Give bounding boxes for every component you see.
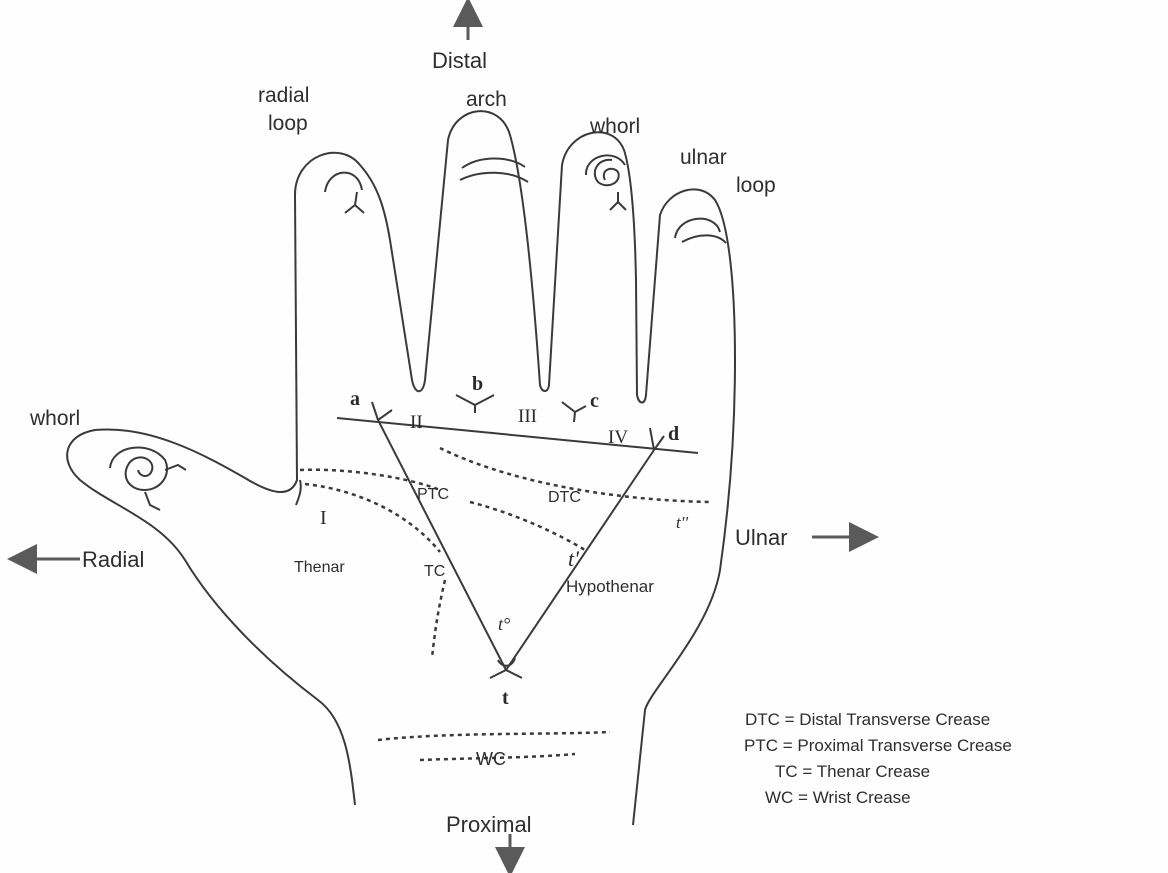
pattern-ulnar-label-line2: loop bbox=[736, 174, 776, 197]
legend-ptc: PTC = Proximal Transverse Crease bbox=[744, 736, 1012, 756]
legend-tc: TC = Thenar Crease bbox=[775, 762, 930, 782]
dtc-label: DTC bbox=[548, 489, 581, 506]
label-t: t bbox=[502, 687, 509, 709]
pattern-radial-label-line2: loop bbox=[268, 112, 308, 135]
tc-crease bbox=[432, 580, 445, 658]
pattern-ulnar-label-line1: ulnar bbox=[680, 146, 727, 169]
a-t-line bbox=[378, 420, 506, 670]
area-II-label: II bbox=[410, 412, 423, 433]
label-d: d bbox=[668, 423, 679, 445]
ulnar-label: Ulnar bbox=[735, 525, 788, 550]
label-c: c bbox=[590, 390, 599, 412]
ptc-label: PTC bbox=[417, 486, 449, 503]
d-t-line bbox=[506, 450, 654, 670]
triradius-c-symbol bbox=[562, 402, 586, 422]
proximal-label: Proximal bbox=[446, 812, 532, 837]
wc-label: WC bbox=[476, 749, 506, 769]
pattern-radial-label-line1: radial bbox=[258, 84, 309, 107]
label-a: a bbox=[350, 388, 360, 410]
radial-loop-pattern bbox=[325, 173, 364, 213]
tc-label: TC bbox=[424, 563, 445, 580]
wc-crease-1 bbox=[378, 732, 610, 740]
area-III-label: III bbox=[518, 406, 537, 427]
hypothenar-label: Hypothenar bbox=[566, 577, 654, 596]
triradius-a-symbol bbox=[372, 402, 392, 420]
triradius-d-symbol bbox=[650, 428, 664, 450]
legend-dtc: DTC = Distal Transverse Crease bbox=[745, 710, 990, 730]
label-t-double-prime: t'' bbox=[676, 513, 688, 532]
whorl-pattern-ring bbox=[586, 155, 626, 210]
triradius-b-symbol bbox=[456, 395, 494, 413]
thenar-short-mark bbox=[296, 480, 301, 505]
area-I-label: I bbox=[320, 507, 327, 529]
pattern-whorl-thumb-label: whorl bbox=[29, 407, 80, 430]
legend-wc: WC = Wrist Crease bbox=[765, 788, 911, 808]
ulnar-loop-pattern bbox=[675, 219, 726, 243]
radial-label: Radial bbox=[82, 547, 144, 572]
pattern-whorl-ring-label: whorl bbox=[589, 115, 640, 138]
label-b: b bbox=[472, 373, 483, 395]
area-IV-label: IV bbox=[608, 427, 628, 448]
creases bbox=[300, 448, 710, 760]
ptc-crease-mid bbox=[470, 502, 585, 550]
distal-label: Distal bbox=[432, 48, 487, 73]
whorl-pattern-thumb bbox=[110, 448, 186, 510]
pattern-arch-label: arch bbox=[466, 88, 507, 111]
label-t-zero: t° bbox=[498, 614, 510, 634]
label-t-prime: t' bbox=[568, 546, 579, 571]
thenar-label: Thenar bbox=[294, 559, 345, 576]
